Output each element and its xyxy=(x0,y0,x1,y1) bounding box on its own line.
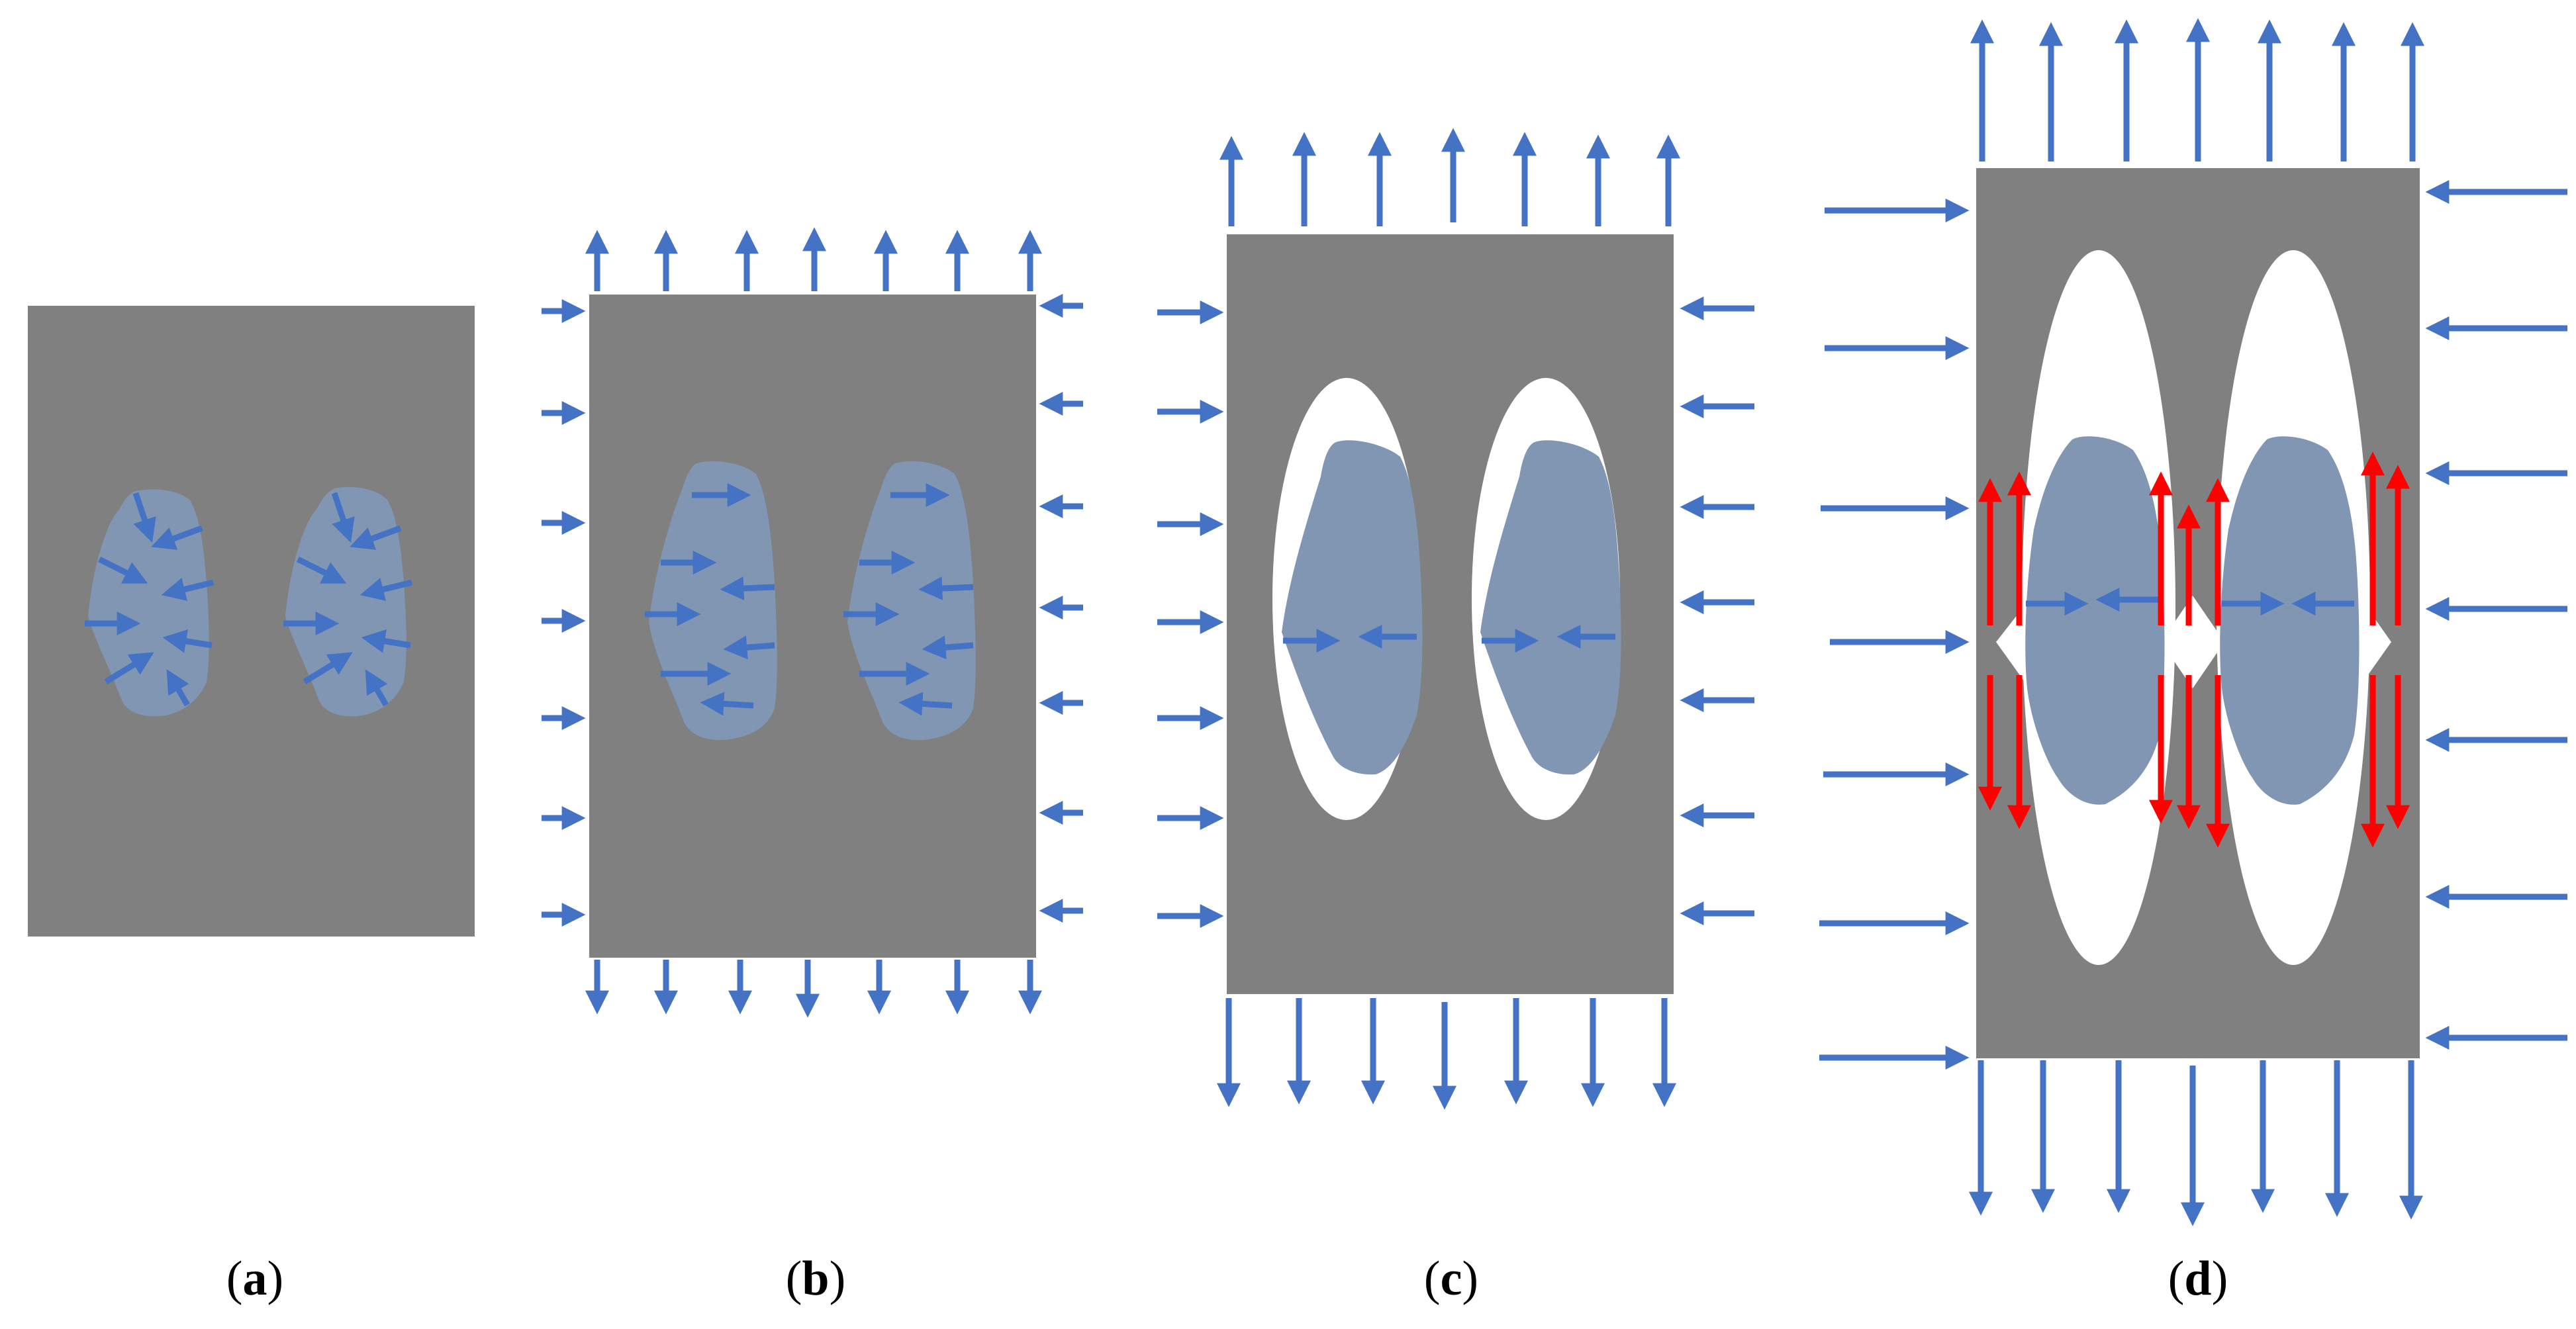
arrow-icon xyxy=(331,492,355,543)
panel-b-bottom-arrows xyxy=(585,960,1042,1018)
panel-d-particle-right xyxy=(2220,436,2360,805)
panel-b-inner-arrows xyxy=(645,483,974,716)
panel-d xyxy=(1819,18,2567,1226)
panel-d-red-arrows-up xyxy=(1978,451,2410,625)
panel-a-arrows xyxy=(85,492,215,707)
panel-label-b-letter: b xyxy=(802,1252,830,1306)
panel-label-d-letter: d xyxy=(2184,1252,2212,1306)
panel-b-particle-right xyxy=(847,461,976,741)
arrow-icon xyxy=(918,576,974,600)
arrow-icon xyxy=(303,652,353,684)
panel-label-b: (b) xyxy=(785,1252,846,1306)
panel-d-particle-left xyxy=(2025,436,2165,805)
panel-label-a-letter: a xyxy=(242,1252,267,1306)
panel-d-right-arrows xyxy=(2425,180,2567,1050)
panel-c-particle-left xyxy=(1282,440,1423,775)
panel-d-top-arrows xyxy=(1970,18,2424,161)
panel-b-particle-left xyxy=(649,461,777,741)
panel-d-bottom-arrows xyxy=(1969,1060,2423,1226)
arrow-icon xyxy=(161,577,215,601)
arrow-icon xyxy=(166,669,190,707)
arrow-icon xyxy=(97,556,148,584)
arrow-icon xyxy=(132,492,156,543)
arrow-icon xyxy=(700,692,754,716)
panel-a xyxy=(28,306,475,937)
arrow-icon xyxy=(922,635,974,660)
panel-c-left-arrows xyxy=(1157,300,1224,928)
panel-a-particle-left xyxy=(88,489,209,717)
panel-a-arrows-right xyxy=(283,492,413,707)
panel-c-top-arrows xyxy=(1219,128,1680,226)
panel-b-left-arrows xyxy=(542,299,586,927)
panel-b-top-arrows xyxy=(585,227,1042,291)
arrow-icon xyxy=(162,629,213,653)
panel-b xyxy=(542,227,1083,1018)
panel-d-left-arrows xyxy=(1819,199,1970,1070)
panel-d-red-arrows-down xyxy=(1978,675,2410,848)
panel-c-right-arrows xyxy=(1680,297,1754,925)
panel-d-crack-right xyxy=(2361,599,2391,685)
panel-d-inner-arrows xyxy=(2026,588,2354,616)
arrow-icon xyxy=(365,669,389,707)
arrow-icon xyxy=(151,525,203,550)
panel-label-a: (a) xyxy=(226,1252,284,1306)
panel-c-particle-right xyxy=(1480,440,1621,775)
panel-c-inner-arrows xyxy=(1283,625,1615,653)
arrow-icon xyxy=(898,692,953,716)
panel-label-c-letter: c xyxy=(1440,1252,1462,1306)
panel-c xyxy=(1157,128,1754,1110)
arrow-icon xyxy=(723,635,775,660)
panel-b-right-arrows xyxy=(1039,294,1083,923)
arrow-icon xyxy=(361,629,411,653)
arrow-icon xyxy=(104,652,154,684)
arrow-icon xyxy=(296,556,347,584)
arrow-icon xyxy=(359,577,413,601)
panel-label-d: (d) xyxy=(2168,1252,2228,1306)
panel-c-bottom-arrows xyxy=(1217,998,1676,1110)
arrow-icon xyxy=(720,576,775,600)
panel-d-crack-middle xyxy=(2161,596,2224,688)
arrow-icon xyxy=(350,525,402,550)
panel-label-c: (c) xyxy=(1423,1252,1479,1306)
